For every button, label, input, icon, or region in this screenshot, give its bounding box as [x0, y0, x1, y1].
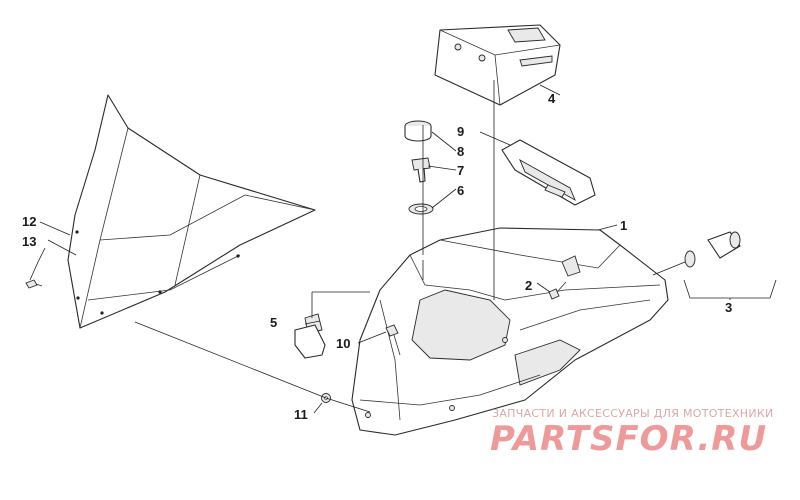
watermark: ЗАПЧАСТИ И АКСЕССУАРЫ ДЛЯ МОТОТЕХНИКИ PA… — [490, 407, 774, 459]
fairing-screw-part — [548, 281, 567, 300]
bolt-part — [385, 324, 401, 356]
callout-6: 6 — [457, 183, 464, 198]
key-part — [411, 157, 431, 183]
callout-2: 2 — [525, 278, 532, 293]
callout-11: 11 — [294, 407, 308, 422]
callout-5: 5 — [270, 315, 277, 330]
power-socket-part — [684, 231, 741, 268]
callout-13: 13 — [22, 234, 36, 249]
switch-part — [294, 313, 326, 359]
display-unit-part — [501, 139, 596, 206]
front-fairing-part — [351, 227, 669, 436]
callout-4: 4 — [548, 91, 556, 106]
leader-lines — [29, 80, 777, 414]
ring-part — [408, 203, 434, 215]
fuel-cap-part — [404, 120, 432, 142]
callout-7: 7 — [457, 163, 464, 178]
callout-9: 9 — [457, 124, 464, 139]
callout-labels: 1 2 3 4 5 6 7 8 9 10 11 12 13 — [22, 91, 732, 422]
callout-8: 8 — [457, 144, 464, 159]
windshield-part — [67, 94, 316, 329]
watermark-tagline: ЗАПЧАСТИ И АКСЕССУАРЫ ДЛЯ МОТОТЕХНИКИ — [492, 407, 774, 420]
callout-12: 12 — [22, 214, 36, 229]
tank-bag-part — [434, 24, 561, 106]
callout-3: 3 — [725, 300, 732, 315]
windshield-screw-part — [25, 279, 43, 289]
watermark-logo: PARTSFOR.RU — [490, 419, 767, 459]
callout-10: 10 — [336, 336, 350, 351]
callout-1: 1 — [620, 218, 627, 233]
